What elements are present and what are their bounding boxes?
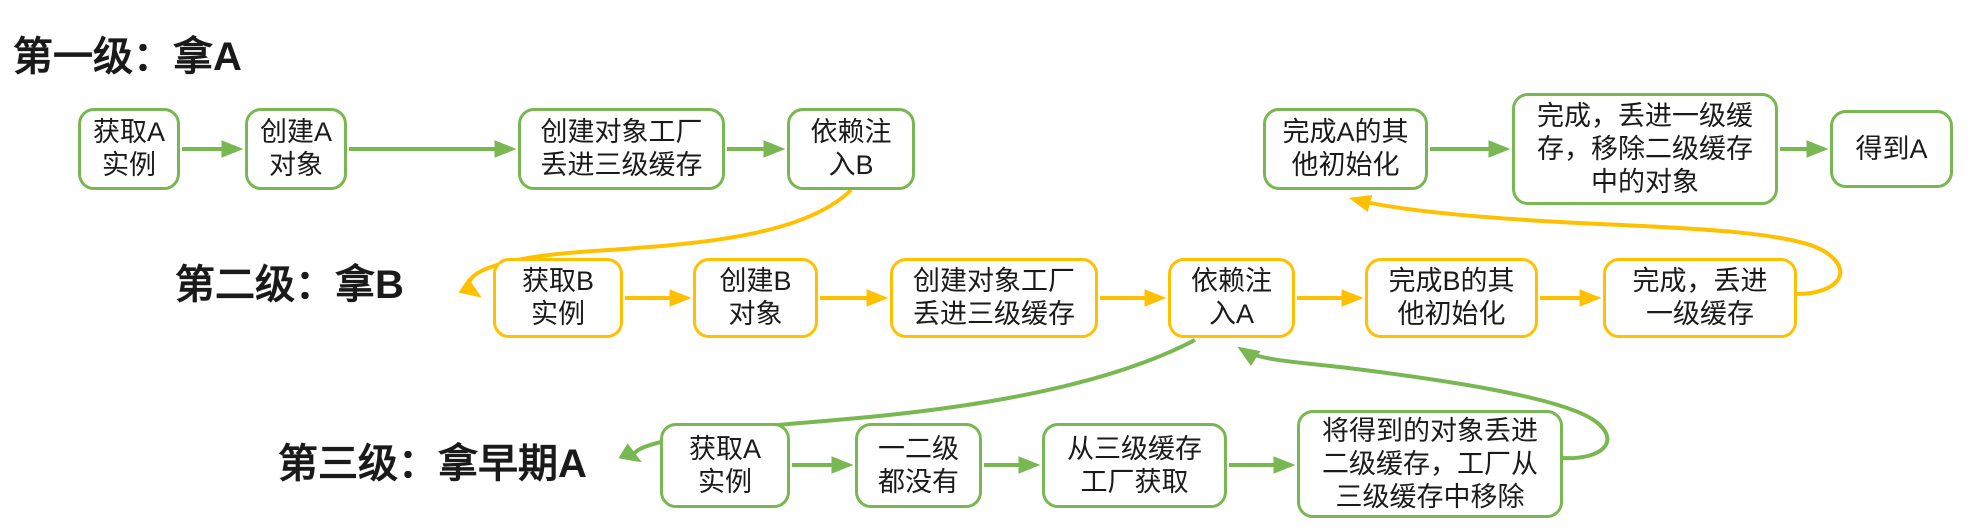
node-a-to-l1-cache: 完成，丢进一级缓 存，移除二级缓存 中的对象 bbox=[1512, 93, 1778, 205]
node-finish-b-init: 完成B的其 他初始化 bbox=[1365, 258, 1538, 338]
node-got-a: 得到A bbox=[1830, 110, 1953, 188]
node-early-a-to-l2-cache: 将得到的对象丢进 二级缓存，工厂从 三级缓存中移除 bbox=[1297, 410, 1563, 518]
node-get-from-l3-factory: 从三级缓存 工厂获取 bbox=[1042, 423, 1227, 508]
node-inject-a: 依赖注 入A bbox=[1168, 258, 1295, 338]
node-finish-a-init: 完成A的其 他初始化 bbox=[1263, 108, 1428, 190]
level-1-label: 第一级：拿A bbox=[13, 35, 242, 79]
node-create-b-object: 创建B 对象 bbox=[693, 258, 818, 338]
level-2-label: 第二级：拿B bbox=[175, 263, 404, 307]
level-3-label: 第三级：拿早期A bbox=[278, 442, 587, 486]
node-factory-to-l3-cache-a: 创建对象工厂 丢进三级缓存 bbox=[518, 108, 725, 190]
node-b-to-l1-cache: 完成，丢进 一级缓存 bbox=[1603, 258, 1797, 338]
node-l1-l2-missing: 一二级 都没有 bbox=[855, 423, 982, 508]
node-get-b-instance: 获取B 实例 bbox=[493, 258, 623, 338]
node-create-a-object: 创建A 对象 bbox=[245, 108, 347, 190]
node-get-early-a-instance: 获取A 实例 bbox=[660, 423, 790, 508]
node-inject-b: 依赖注 入B bbox=[787, 108, 915, 190]
node-factory-to-l3-cache-b: 创建对象工厂 丢进三级缓存 bbox=[890, 258, 1098, 338]
node-get-a-instance: 获取A 实例 bbox=[78, 108, 180, 190]
